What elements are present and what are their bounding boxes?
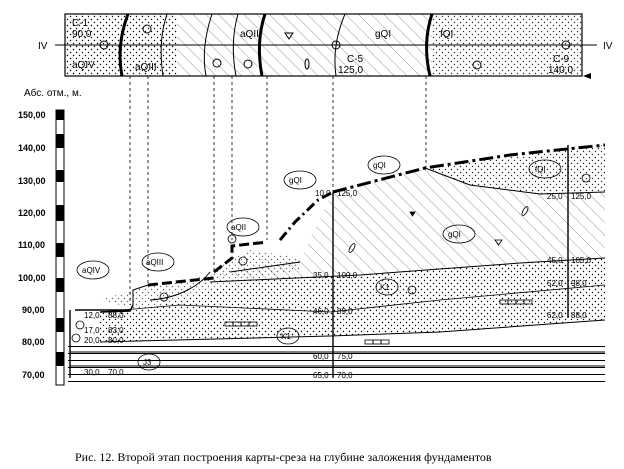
borehole-c1-plan	[99, 40, 109, 50]
plan-unit-gq1: gQI	[375, 29, 391, 40]
projection-lines	[129, 76, 427, 305]
unit-label-gq1-c: gQI	[448, 230, 461, 239]
section-marker-right: IV	[603, 41, 613, 52]
y-tick-130: 130,00	[18, 176, 46, 186]
depth-mark: 65,0	[313, 371, 329, 380]
cross-section: Абс. отм., м. 150,00 140,00 130,00 120,0…	[18, 87, 606, 386]
depth-mark: 35,0	[313, 271, 329, 280]
depth-mark: 20,0	[84, 336, 100, 345]
plan-unit-aq2: aQII	[240, 29, 259, 40]
unit-label-fq1: fQI	[535, 165, 546, 174]
depth-mark: 46,0	[313, 307, 329, 316]
depth-mark: 125,0	[337, 189, 358, 198]
borehole-c5-id: С-5	[347, 54, 364, 65]
y-tick-150: 150,00	[18, 110, 46, 120]
depth-mark: 125,0	[571, 192, 592, 201]
unit-label-gq1-a: gQI	[289, 176, 302, 185]
unit-label-k1-a: K1	[380, 283, 390, 292]
plan-unit-fq1: fQI	[440, 29, 453, 40]
unit-label-k1-b: K1	[281, 332, 291, 341]
y-tick-70: 70,00	[22, 370, 45, 380]
y-tick-110: 110,00	[18, 240, 45, 250]
depth-mark: 12,0	[84, 311, 100, 320]
depth-mark: 100,0	[337, 271, 358, 280]
borehole-c1-id: С-1	[72, 18, 89, 29]
depth-mark: 45,0	[547, 256, 563, 265]
depth-mark: 83,0	[108, 326, 124, 335]
y-tick-120: 120,00	[18, 208, 46, 218]
unit-label-aq4: aQIV	[82, 266, 101, 275]
section-marker-left: IV	[38, 41, 48, 52]
borehole-c9-plan	[561, 40, 571, 50]
depth-mark: 105,0	[571, 256, 592, 265]
unit-label-aq3: aQIII	[146, 258, 163, 267]
depth-mark: 80,0	[108, 336, 124, 345]
unit-label-aq2: aQII	[231, 223, 246, 232]
depth-mark: 60,0	[313, 352, 329, 361]
borehole-c5-elev: 125,0	[338, 65, 363, 76]
borehole-c9-elev: 140,0	[548, 65, 573, 76]
depth-mark: 52,0	[547, 279, 563, 288]
depth-mark: 98,0	[571, 279, 587, 288]
depth-mark: 70,0	[108, 368, 124, 377]
depth-mark: 10,0	[315, 189, 331, 198]
unit-label-gq1-b: gQI	[373, 161, 386, 170]
plan-unit-aq3: aQIII	[135, 62, 157, 73]
depth-mark: 17,0	[84, 326, 100, 335]
plan-view: IV IV С-1 90,0 С-5 125,0 С-9 140,0 aQIV …	[38, 13, 613, 79]
y-tick-90: 90,00	[22, 305, 45, 315]
borehole-c1-elev: 90,0	[72, 29, 92, 40]
plan-unit-aq4: aQIV	[72, 60, 95, 71]
depth-mark: 88,0	[571, 311, 587, 320]
y-tick-140: 140,00	[18, 143, 46, 153]
y-tick-80: 80,00	[22, 337, 45, 347]
unit-label-j3: J3	[143, 358, 152, 367]
depth-mark: 70,0	[337, 371, 353, 380]
depth-mark: 89,0	[337, 307, 353, 316]
depth-mark: 75,0	[337, 352, 353, 361]
y-tick-100: 100,00	[18, 273, 46, 283]
borehole-c9-id: С-9	[553, 54, 570, 65]
borehole-c5-plan	[331, 40, 341, 50]
figure-caption: Рис. 12. Второй этап построения карты-ср…	[75, 450, 492, 464]
depth-mark: 25,0	[547, 192, 563, 201]
depth-mark: 88,0	[108, 311, 124, 320]
axis-title: Абс. отм., м.	[24, 87, 82, 99]
depth-mark: 62,0	[547, 311, 563, 320]
depth-mark: 30,0	[84, 368, 100, 377]
